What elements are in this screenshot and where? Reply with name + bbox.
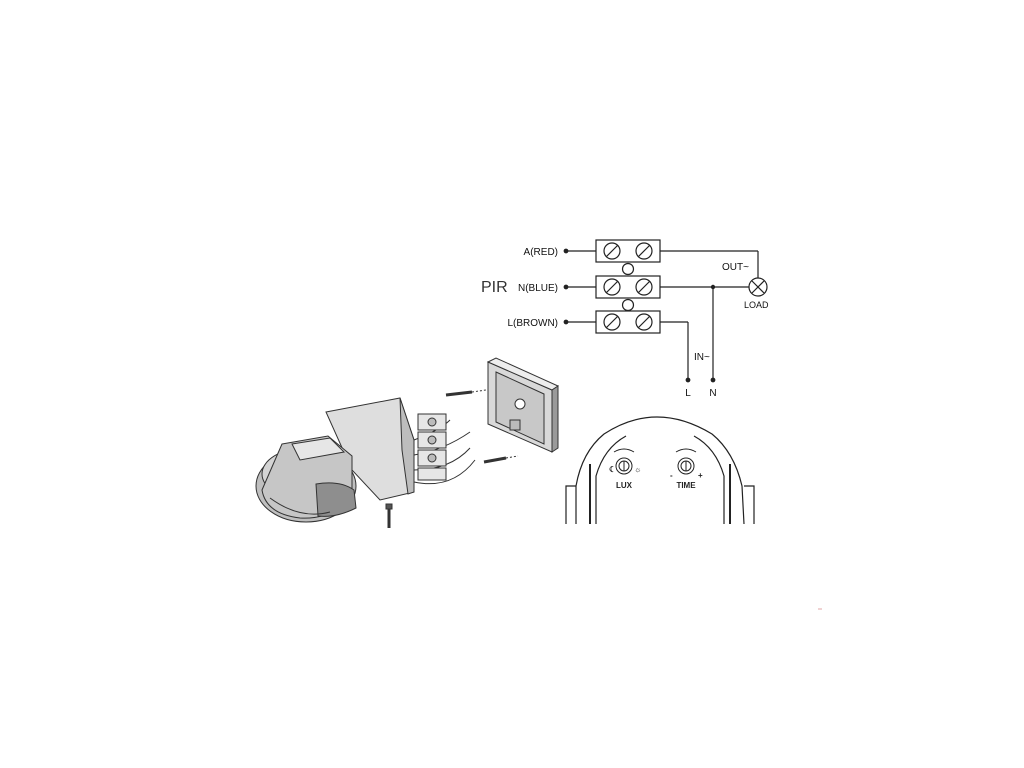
lux-dial-icon bbox=[613, 448, 635, 475]
time-plus-label: + bbox=[698, 471, 703, 480]
back-plate-illustration bbox=[486, 357, 560, 453]
wire-blue-dot bbox=[563, 284, 569, 290]
moon-icon: ☾ bbox=[609, 465, 616, 474]
wire-label-blue: N(BLUE) bbox=[518, 283, 558, 294]
sun-icon: ☼ bbox=[634, 465, 641, 474]
wiring-schematic bbox=[563, 239, 768, 383]
out-label: OUT~ bbox=[722, 262, 749, 273]
time-minus-label: - bbox=[670, 471, 673, 480]
mounting-screws bbox=[445, 389, 519, 464]
time-dial-icon bbox=[675, 448, 697, 475]
connector-block-illustration bbox=[413, 413, 476, 485]
lux-label: LUX bbox=[616, 481, 633, 490]
terminal-l-label: L bbox=[685, 388, 691, 399]
terminal-n-label: N bbox=[709, 388, 716, 399]
time-label: TIME bbox=[676, 481, 696, 490]
in-label: IN~ bbox=[694, 352, 710, 363]
sensor-housing-illustration bbox=[255, 397, 415, 528]
wire-red-dot bbox=[563, 248, 569, 254]
wire-label-red: A(RED) bbox=[524, 247, 558, 258]
terminal-block bbox=[595, 239, 661, 334]
load-lamp-icon bbox=[748, 277, 768, 297]
wire-label-brown: L(BROWN) bbox=[507, 318, 558, 329]
control-panel-closeup bbox=[565, 416, 755, 525]
terminal-screws bbox=[603, 242, 653, 331]
load-label: LOAD bbox=[744, 300, 769, 310]
screw-icon bbox=[385, 503, 393, 528]
module-label: PIR bbox=[481, 279, 508, 296]
wire-brown-dot bbox=[563, 319, 569, 325]
